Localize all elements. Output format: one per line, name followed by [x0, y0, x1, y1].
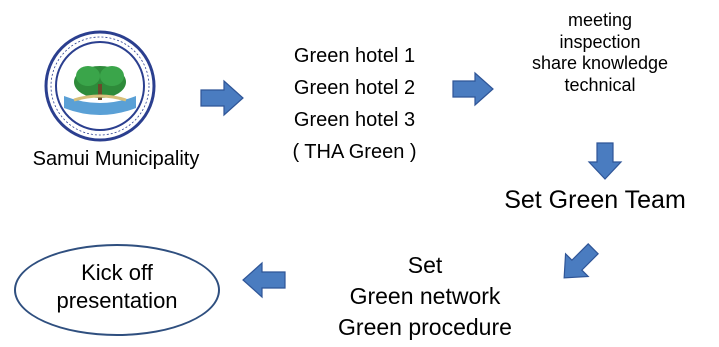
activities-list: meeting inspection share knowledge techn…	[500, 10, 700, 96]
arrow-right-icon	[200, 79, 244, 117]
tha-green-label: ( THA Green )	[292, 141, 417, 163]
green-team-label: Set Green Team	[504, 186, 686, 214]
green-network-label: Green network	[349, 283, 501, 309]
kickoff-ellipse	[14, 244, 220, 336]
kickoff-text: Kick off presentation	[14, 259, 220, 315]
arrow-down-left-icon	[563, 243, 599, 279]
arrow-right-icon	[452, 71, 494, 107]
activity-share-knowledge: share knowledge	[531, 53, 669, 73]
network-set-label: Set	[407, 252, 443, 278]
municipality-label: Samui Municipality	[32, 148, 200, 170]
hotels-list: Green hotel 1 Green hotel 2 Green hotel …	[262, 40, 447, 168]
activity-technical: technical	[564, 74, 636, 95]
kickoff-line-1: Kick off	[81, 260, 153, 285]
hotel-1-label: Green hotel 1	[293, 45, 416, 67]
arrow-down-icon	[587, 142, 623, 180]
hotel-2-label: Green hotel 2	[293, 77, 416, 99]
activity-meeting: meeting	[567, 10, 633, 30]
arrow-left-icon	[242, 261, 286, 299]
activity-inspection: inspection	[559, 31, 641, 52]
samui-municipality-seal-icon	[44, 30, 156, 142]
green-procedure-label: Green procedure	[338, 314, 512, 340]
network-block: Set Green network Green procedure	[310, 250, 540, 343]
hotel-3-label: Green hotel 3	[293, 109, 416, 131]
kickoff-line-2: presentation	[56, 288, 178, 313]
